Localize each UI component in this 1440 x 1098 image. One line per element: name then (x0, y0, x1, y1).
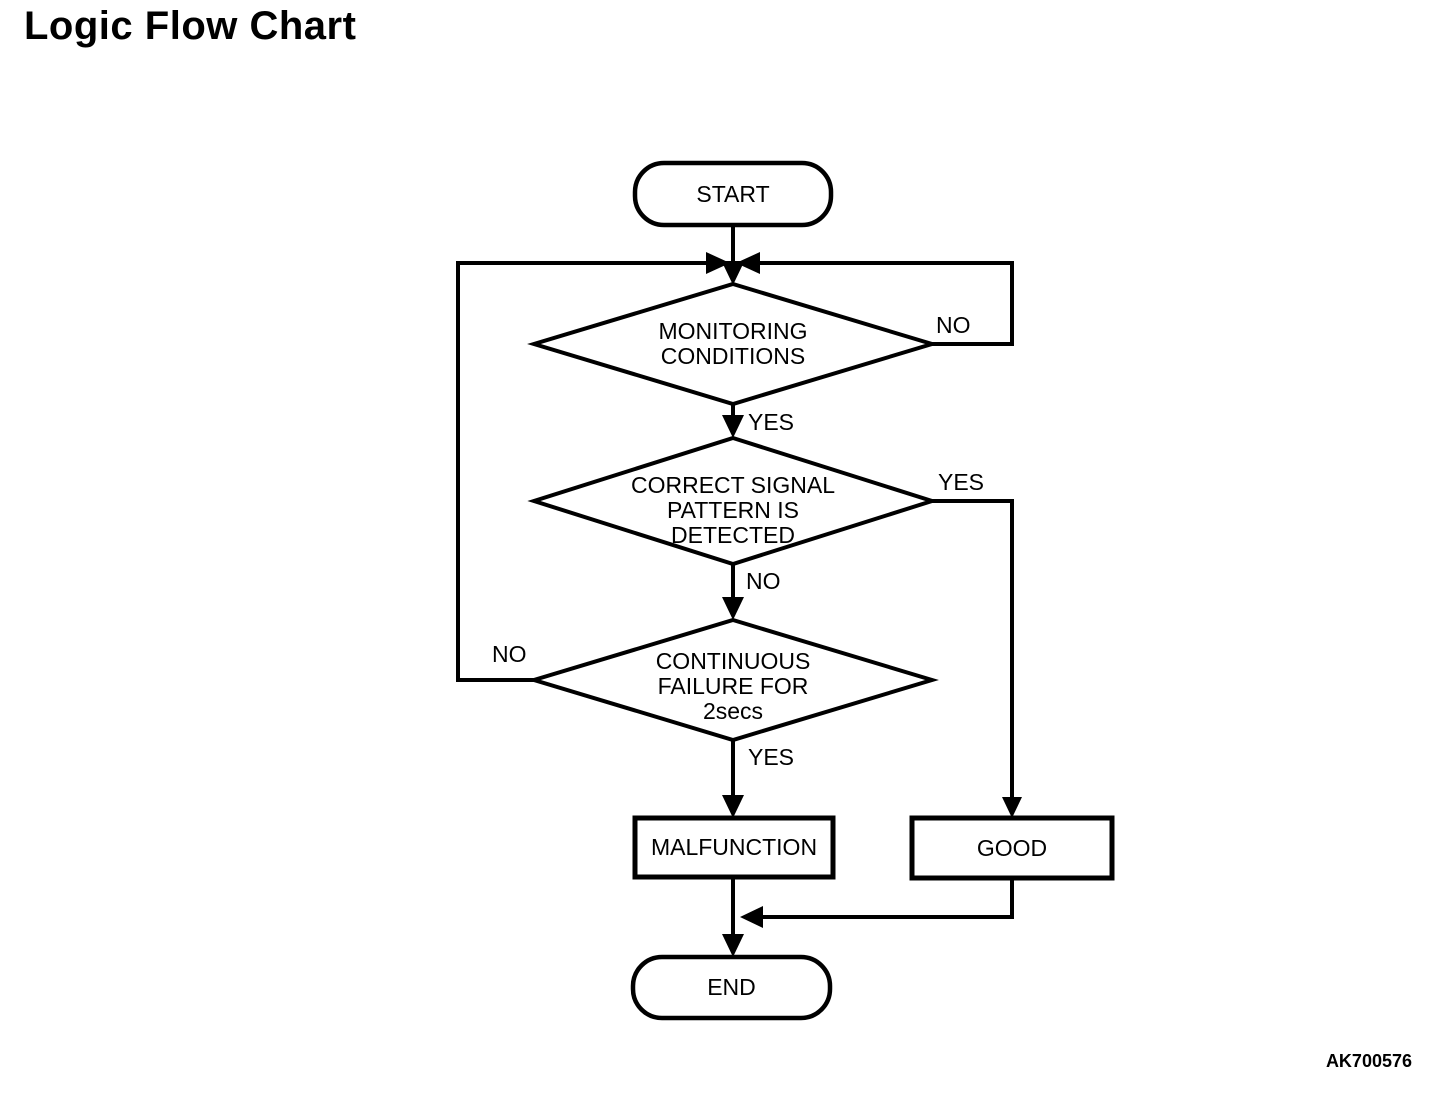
malfunction-node-label: MALFUNCTION (650, 834, 818, 860)
arrowhead-into-malfunction (722, 795, 744, 818)
failure-decision-label: CONTINUOUS FAILURE FOR 2secs (534, 620, 932, 740)
signal-label-line2: PATTERN IS (666, 496, 800, 523)
start-node-shape (632, 160, 834, 228)
edge-signal-yes-to-good-line (932, 499, 1014, 800)
end-node-shape (630, 954, 833, 1021)
good-node-label: GOOD (976, 834, 1048, 861)
good-node-shape (909, 815, 1115, 881)
monitoring-label-line2: CONDITIONS (660, 343, 806, 369)
signal-decision-shape (527, 435, 939, 567)
edge-good-to-merge-line (762, 878, 1014, 919)
failure-decision-shape (527, 617, 939, 743)
failure-label-line3: 2secs (702, 697, 764, 724)
edge-label-monitoring-yes: YES (748, 409, 795, 435)
signal-decision-label: CORRECT SIGNAL PATTERN IS DETECTED (534, 438, 932, 564)
edge-label-failure-no: NO (492, 641, 527, 667)
failure-label-line2: FAILURE FOR (657, 672, 809, 699)
monitoring-decision-shape (527, 281, 939, 407)
arrowhead-junction-from-right (736, 252, 760, 274)
arrowhead-into-signal (722, 415, 744, 438)
monitoring-label-line1: MONITORING (658, 318, 808, 344)
malfunction-node-shape (632, 815, 836, 880)
edge-label-monitoring-no: NO (936, 312, 971, 338)
figure-code: AK700576 (1325, 1051, 1412, 1071)
monitoring-decision-label: MONITORING CONDITIONS (534, 284, 932, 404)
start-node-label: START (696, 180, 770, 207)
arrowhead-into-end (722, 934, 744, 957)
end-node-label: END (707, 974, 756, 1000)
arrowhead-into-failure (722, 597, 744, 620)
arrowhead-into-merge (740, 906, 763, 928)
edge-label-signal-no: NO (746, 568, 781, 594)
signal-label-line3: DETECTED (671, 521, 795, 548)
arrowhead-into-good (1002, 797, 1022, 818)
arrowhead-junction-from-left (706, 252, 730, 274)
arrowhead-into-monitoring (722, 262, 744, 285)
edge-label-signal-yes: YES (938, 469, 985, 495)
edge-label-failure-yes: YES (748, 744, 795, 770)
failure-label-line1: CONTINUOUS (655, 647, 811, 674)
page-title: Logic Flow Chart (24, 4, 357, 48)
signal-label-line1: CORRECT SIGNAL (630, 471, 836, 498)
